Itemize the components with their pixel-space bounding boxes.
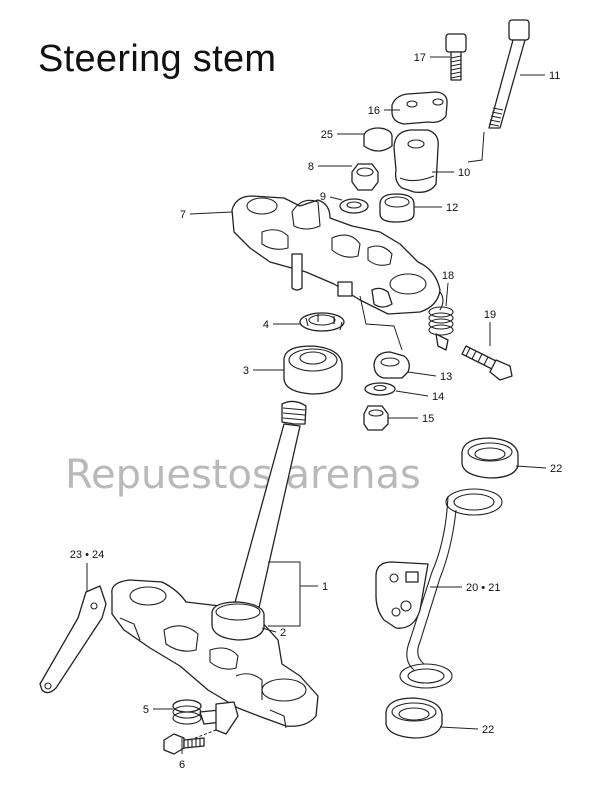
callout-22-bottom: 22 (482, 724, 494, 736)
callout-3: 3 (243, 365, 249, 377)
callout-17: 17 (414, 52, 426, 64)
callout-7: 7 (180, 209, 186, 221)
part-13-damper (373, 351, 410, 379)
part-19-bolt (461, 345, 513, 381)
callout-20-21: 20 • 21 (466, 582, 500, 594)
part-15-nut (363, 405, 389, 431)
part-22-dust-seal-bottom (385, 697, 443, 739)
part-8-nut (351, 163, 379, 191)
part-20-21-bracket (375, 488, 503, 689)
part-7-upper-bracket (231, 195, 444, 315)
callout-10: 10 (458, 167, 470, 179)
leader-lines (86, 56, 547, 754)
part-5-spring (172, 699, 239, 735)
part-23-24-stay (39, 585, 107, 694)
part-12-bushing (379, 193, 415, 223)
callout-11: 11 (549, 70, 560, 82)
part-3-bearing (283, 345, 343, 395)
callout-18: 18 (442, 270, 454, 282)
watermark: Repuestos arenas (65, 452, 421, 498)
part-18-spring (428, 306, 454, 351)
callout-16: 16 (368, 105, 380, 117)
callout-1: 1 (322, 581, 328, 593)
part-14-washer (364, 382, 396, 396)
callout-13: 13 (440, 371, 452, 383)
part-25-cap (363, 127, 393, 152)
callout-19: 19 (484, 309, 496, 321)
part-4-adjusting-nut (299, 312, 345, 332)
part-16-clamp-cap (391, 91, 448, 125)
part-6-bolt (163, 733, 205, 755)
callout-12: 12 (446, 202, 458, 214)
callout-14: 14 (432, 391, 444, 403)
part-11-long-bolt (488, 19, 530, 129)
callout-8: 8 (308, 161, 314, 173)
callout-22-top: 22 (550, 463, 562, 475)
part-10-handlebar-holder (393, 129, 439, 193)
callout-2: 2 (280, 627, 286, 639)
page-title: Steering stem (38, 38, 277, 80)
callout-5: 5 (143, 704, 149, 716)
part-2-bearing (211, 601, 265, 641)
callout-23-24: 23 • 24 (70, 549, 104, 561)
part-17-bolt (445, 33, 467, 81)
part-9-washer (339, 198, 369, 214)
callout-15: 15 (422, 413, 434, 425)
callout-9: 9 (320, 191, 326, 203)
callout-labels: 17 11 16 25 10 8 9 12 7 18 4 19 3 13 14 … (70, 52, 562, 771)
callout-25: 25 (321, 129, 333, 141)
part-1-steering-stem (111, 400, 319, 729)
part-22-dust-seal-top (461, 437, 519, 479)
callout-6: 6 (179, 759, 185, 771)
callout-4: 4 (263, 319, 269, 331)
